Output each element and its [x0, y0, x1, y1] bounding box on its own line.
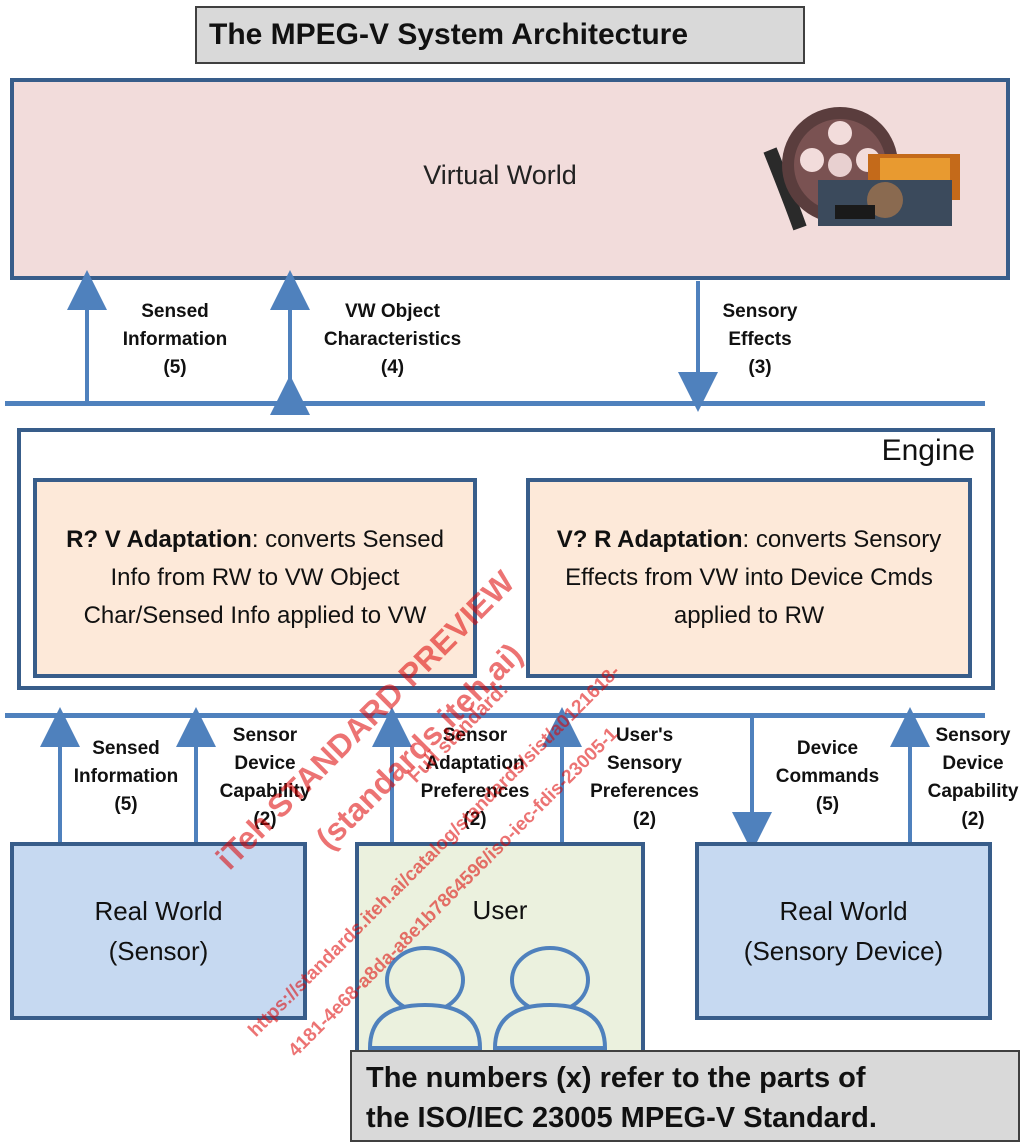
- real-world-device-line1: Real World: [779, 896, 908, 926]
- real-world-sensor-box: Real World (Sensor): [10, 842, 307, 1020]
- vr-adaptation-box: V? R Adaptation: converts Sensory Effect…: [526, 478, 972, 678]
- virtual-world-label: Virtual World: [423, 160, 577, 190]
- rv-adaptation-box: R? V Adaptation: converts Sensed Info fr…: [33, 478, 477, 678]
- diagram-title: The MPEG-V System Architecture: [195, 6, 805, 64]
- real-world-sensor-line2: (Sensor): [108, 936, 209, 966]
- real-world-device-box: Real World (Sensory Device): [695, 842, 992, 1020]
- user-icon-2: [492, 946, 608, 1050]
- rv-adaptation-text: : converts Sensed Info from RW to VW Obj…: [83, 526, 444, 629]
- real-world-sensor-line1: Real World: [94, 896, 223, 926]
- parts-note: The numbers (x) refer to the parts of th…: [350, 1050, 1020, 1142]
- real-world-device-line2: (Sensory Device): [743, 936, 944, 966]
- parts-note-line2: the ISO/IEC 23005 MPEG-V Standard.: [366, 1102, 877, 1134]
- film-reel-icon: [763, 107, 960, 231]
- lower-bus-bar: [5, 713, 985, 718]
- parts-note-line1: The numbers (x) refer to the parts of: [366, 1062, 866, 1094]
- vr-adaptation-text: : converts Sensory Effects from VW into …: [565, 526, 942, 629]
- vr-adaptation-title: V? R Adaptation: [556, 526, 743, 553]
- user-label: User: [472, 895, 528, 925]
- user-icon-1: [367, 946, 483, 1050]
- upper-bus-bar: [5, 401, 985, 406]
- engine-label: Engine: [881, 434, 975, 467]
- rv-adaptation-title: R? V Adaptation: [66, 526, 252, 553]
